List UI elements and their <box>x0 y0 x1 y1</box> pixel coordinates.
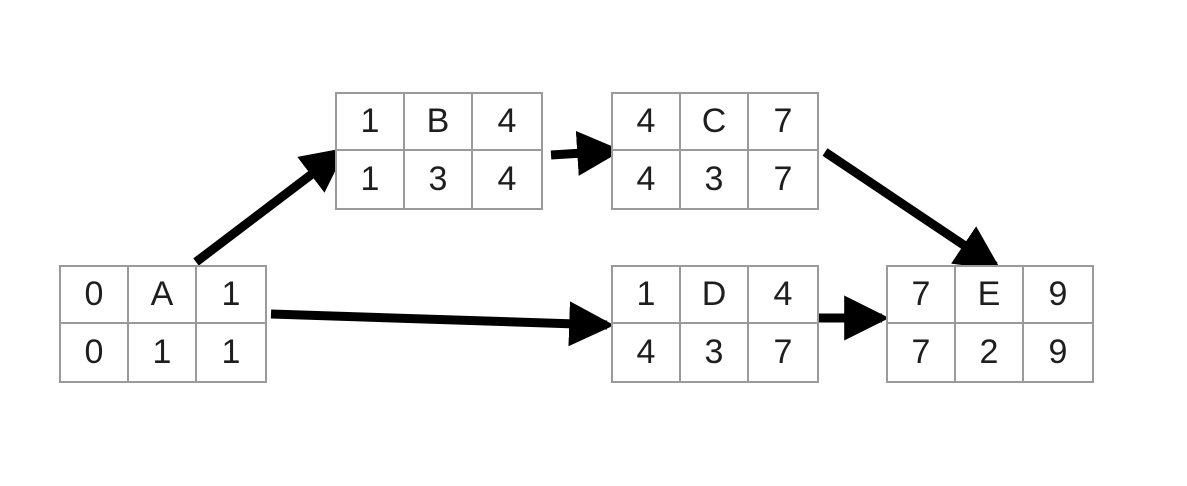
early-finish-cell: 7 <box>749 94 817 151</box>
late-finish-cell: 7 <box>773 333 793 371</box>
late-start-cell: 4 <box>613 151 681 208</box>
activity-node-a: 0 A 1 0 1 1 <box>59 265 267 383</box>
late-finish-cell: 9 <box>1048 333 1068 371</box>
early-start-cell: 1 <box>613 267 681 324</box>
arrow-a-to-d <box>270 301 615 347</box>
activity-node-d: 1 D 4 4 3 7 <box>611 265 819 383</box>
early-start-cell: 4 <box>613 94 681 151</box>
late-finish-cell: 4 <box>497 160 517 198</box>
activity-name-cell: B <box>405 94 473 151</box>
early-finish-cell: 4 <box>749 267 817 324</box>
arrow-b-to-c <box>550 130 623 176</box>
activity-name-cell: A <box>129 267 197 324</box>
late-start-cell: 7 <box>888 324 956 381</box>
early-finish-cell: 1 <box>197 267 265 324</box>
duration-cell: 1 <box>129 324 197 381</box>
early-finish-cell: 9 <box>1024 267 1092 324</box>
early-start-cell: 1 <box>337 94 405 151</box>
early-finish-cell: 4 <box>473 94 541 151</box>
duration-cell: 3 <box>681 324 749 381</box>
arrow-c-to-e <box>822 148 1001 271</box>
duration-cell: 2 <box>956 324 1024 381</box>
early-start-cell: 0 <box>61 267 129 324</box>
early-start-cell: 7 <box>888 267 956 324</box>
activity-name-cell: D <box>681 267 749 324</box>
late-finish-cell: 1 <box>221 333 241 371</box>
activity-name-cell: C <box>681 94 749 151</box>
late-start-cell: 1 <box>337 151 405 208</box>
activity-node-e: 7 E 9 7 2 9 <box>886 265 1094 383</box>
activity-node-b: 1 B 4 1 3 4 <box>335 92 543 210</box>
activity-node-c: 4 C 7 4 3 7 <box>611 92 819 210</box>
duration-cell: 3 <box>405 151 473 208</box>
activity-name-cell: E <box>956 267 1024 324</box>
arrow-a-to-b <box>193 147 347 266</box>
late-start-cell: 4 <box>613 324 681 381</box>
late-start-cell: 0 <box>61 324 129 381</box>
duration-cell: 3 <box>681 151 749 208</box>
late-finish-cell: 7 <box>773 160 793 198</box>
